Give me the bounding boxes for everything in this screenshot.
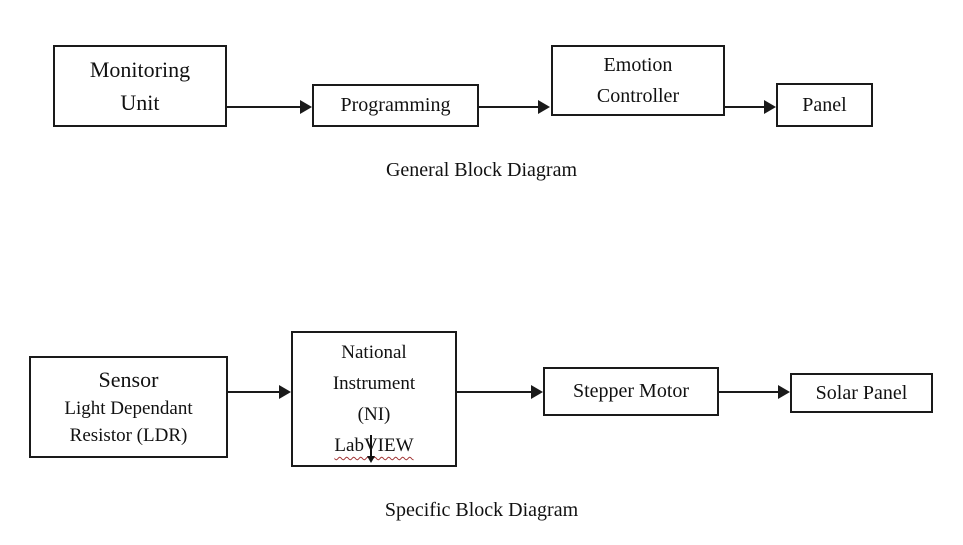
arrow-monitoring-to-programming xyxy=(227,100,312,114)
block-sensor-subtitle: Light Dependant Resistor (LDR) xyxy=(64,398,193,446)
caption-specific-block-diagram: Specific Block Diagram xyxy=(384,499,579,521)
caption-general-block-diagram: General Block Diagram xyxy=(385,159,578,181)
block-monitoring-unit: Monitoring Unit xyxy=(53,45,227,127)
block-solar-panel: Solar Panel xyxy=(790,373,933,413)
block-ni-label: National Instrument (NI) xyxy=(332,342,416,425)
arrow-stepper-motor-to-solar-panel xyxy=(719,385,790,399)
block-solar-panel-label: Solar Panel xyxy=(815,381,908,404)
arrow-sensor-to-ni xyxy=(228,385,291,399)
arrow-ni-to-stepper-motor xyxy=(457,385,543,399)
block-labview-label: LabVIEW xyxy=(334,435,414,456)
block-panel-label: Panel xyxy=(802,93,847,116)
block-monitoring-unit-label: Monitoring Unit xyxy=(89,57,191,115)
block-sensor-title: Sensor xyxy=(98,367,159,392)
block-emotion-controller-label: Emotion Controller xyxy=(596,53,680,107)
block-stepper-motor: Stepper Motor xyxy=(543,367,719,416)
block-emotion-controller: Emotion Controller xyxy=(551,45,725,116)
block-panel: Panel xyxy=(776,83,873,127)
arrow-programming-to-emotion-controller xyxy=(479,100,550,114)
block-sensor-ldr: Sensor Light Dependant Resistor (LDR) xyxy=(29,356,228,458)
block-stepper-motor-label: Stepper Motor xyxy=(572,380,690,402)
stray-down-arrow-artifact xyxy=(367,435,375,463)
arrow-emotion-controller-to-panel xyxy=(725,100,776,114)
block-programming-label: Programming xyxy=(340,94,451,116)
block-ni-labview: National Instrument (NI) LabVIEW xyxy=(291,331,457,467)
block-programming: Programming xyxy=(312,84,479,127)
